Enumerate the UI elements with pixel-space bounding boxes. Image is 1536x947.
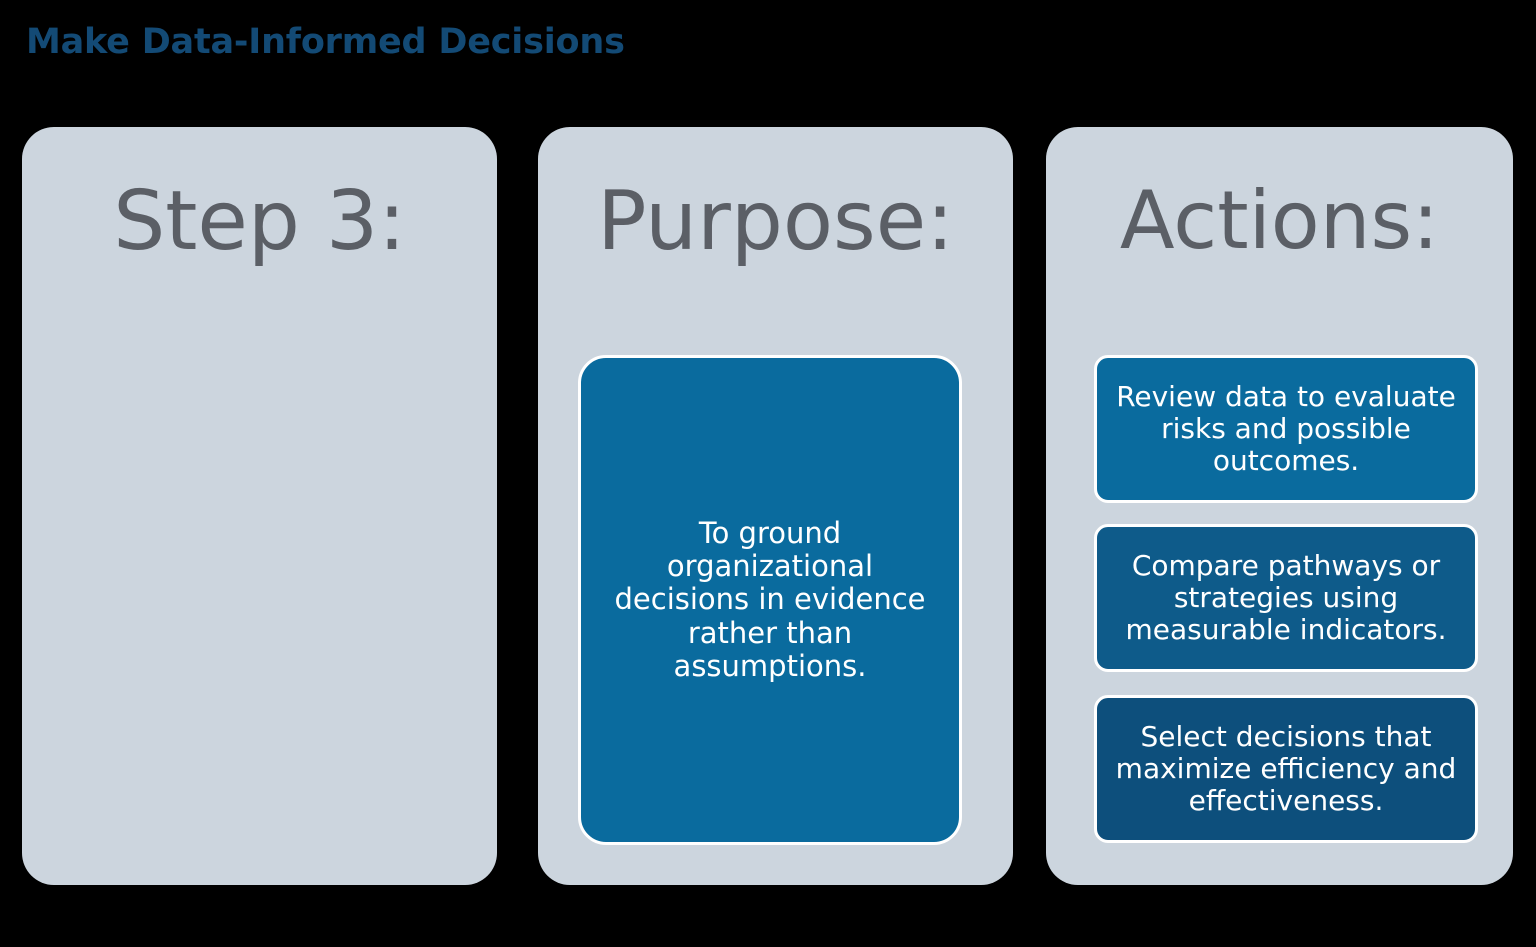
action-card[interactable]: Compare pathways or strategies using mea… <box>1094 524 1478 672</box>
page-title: Make Data-Informed Decisions <box>26 22 625 62</box>
column-heading-actions: Actions: <box>1119 174 1440 267</box>
column-purpose: Purpose: To ground organizational decisi… <box>538 127 1013 885</box>
purpose-card[interactable]: To ground organizational decisions in ev… <box>578 355 962 845</box>
column-actions: Actions: Review data to evaluate risks a… <box>1046 127 1513 885</box>
action-card[interactable]: Select decisions that maximize efficienc… <box>1094 695 1478 843</box>
action-card-text: Compare pathways or strategies using mea… <box>1125 548 1447 647</box>
action-card[interactable]: Review data to evaluate risks and possib… <box>1094 355 1478 503</box>
column-step: Step 3: <box>22 127 497 885</box>
purpose-card-text: To ground organizational decisions in ev… <box>614 515 926 684</box>
column-heading-step: Step 3: <box>113 174 406 269</box>
action-card-text: Review data to evaluate risks and possib… <box>1116 379 1456 478</box>
column-heading-purpose: Purpose: <box>597 174 954 269</box>
action-card-text: Select decisions that maximize efficienc… <box>1115 719 1457 818</box>
